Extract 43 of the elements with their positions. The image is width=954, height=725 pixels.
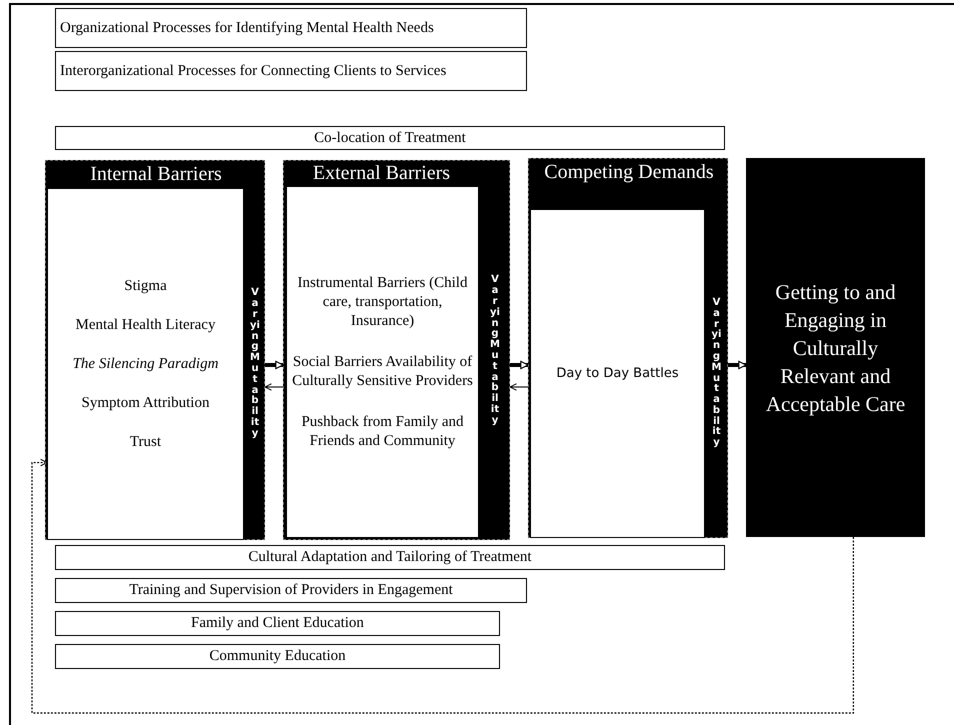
strategy-box [55, 51, 527, 91]
box-label: Cultural Adaptation and Tailoring of Treatment [248, 549, 532, 566]
arrow [265, 360, 284, 370]
barrier-panel [283, 160, 510, 540]
box-label: Getting to and Engaging in Culturally Relevant and Acceptable Care [764, 278, 906, 418]
arrow [264, 383, 284, 391]
arrow [728, 360, 747, 370]
strategy-box [55, 8, 527, 48]
arrow [510, 383, 528, 391]
factor-label: Day to Day Battles [556, 365, 679, 383]
box-label: Organizational Processes for Identifying Mental Health Needs [60, 20, 434, 36]
strategy-box [55, 578, 527, 603]
box-label: Co-location of Treatment [314, 130, 466, 146]
strategy-box [55, 545, 725, 570]
box-label: Interorganizational Processes for Connecting Clients to Services [60, 62, 446, 80]
factor-label: The Silencing Paradigm [72, 354, 218, 374]
factor-box [530, 209, 705, 538]
box-label: Training and Supervision of Providers in Engagement [129, 582, 453, 599]
factor-box [47, 188, 244, 540]
factor-label: Instrumental Barriers (Child care, transportation, Insurance) [296, 274, 468, 330]
strategy-box [55, 126, 725, 150]
panel-heading: Competing Demands [543, 160, 715, 185]
factor-label: Stigma [124, 276, 167, 296]
outcome-box [746, 158, 925, 537]
arrow [510, 360, 529, 370]
factor-label: Symptom Attribution [82, 394, 210, 412]
box-label: Family and Client Education [191, 615, 364, 632]
strategy-box [55, 644, 500, 669]
strategy-box [55, 611, 500, 636]
factor-label: Pushback from Family and Friends and Community [300, 412, 465, 450]
vertical-label: Varying Mutability [712, 298, 722, 450]
factor-box [286, 186, 479, 538]
box-label: Community Education [209, 648, 346, 665]
factor-label: Trust [130, 432, 162, 452]
barrier-panel [528, 158, 728, 538]
vertical-label: Varying Mutability [490, 275, 500, 427]
barrier-panel [45, 160, 265, 540]
factor-label: Mental Health Literacy [76, 316, 216, 334]
vertical-label: Varying Mutability [250, 288, 260, 440]
panel-heading: Internal Barriers [89, 162, 223, 187]
factor-label: Social Barriers Availability of Culturally Sensitive Providers [291, 352, 474, 390]
panel-heading: External Barriers [312, 161, 452, 186]
arrow [31, 458, 854, 714]
